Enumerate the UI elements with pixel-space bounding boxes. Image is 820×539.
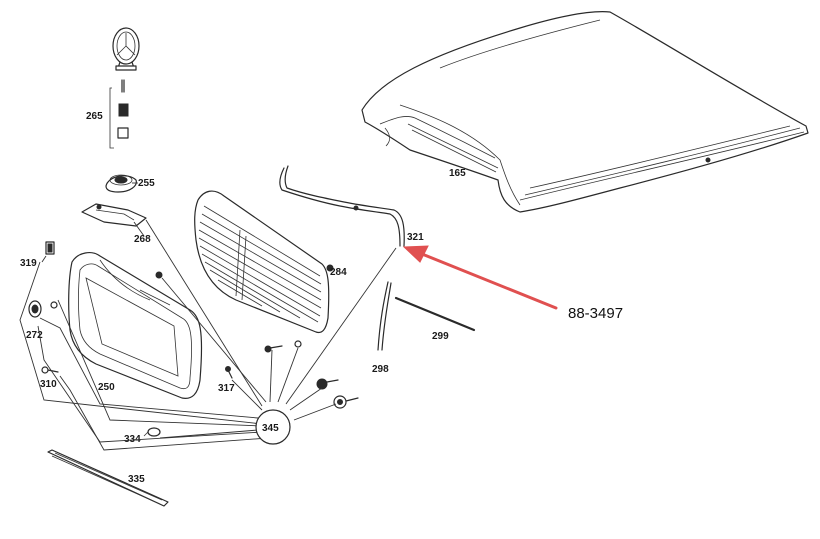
star-emblem-part — [112, 27, 140, 71]
label-284: 284 — [330, 267, 347, 278]
callout-arrow — [402, 245, 558, 310]
label-250: 250 — [98, 382, 115, 393]
label-334: 334 — [124, 434, 141, 445]
grille-insert-part-284: 284 — [194, 190, 347, 334]
label-272: 272 — [26, 330, 43, 341]
strip-part-299: 299 — [394, 296, 476, 342]
label-317: 317 — [218, 383, 235, 394]
label-265: 265 — [86, 111, 103, 122]
label-255: 255 — [138, 178, 155, 189]
label-299: 299 — [432, 331, 449, 342]
cable-part-321: 321 — [279, 165, 424, 247]
clip-part-319: 319 — [20, 241, 55, 269]
bolt-fastener — [316, 378, 339, 390]
washer-fastener — [333, 395, 359, 409]
grille-shell-part-250: 250 — [68, 252, 203, 399]
leader-lines-345 — [19, 219, 397, 451]
fastener-kit-part-345: 345 — [255, 409, 291, 445]
label-319: 319 — [20, 258, 37, 269]
label-345: 345 — [262, 423, 279, 434]
fastener-part-317: 317 — [218, 366, 235, 394]
label-298: 298 — [372, 364, 389, 375]
screw-part-310: 310 — [40, 366, 59, 390]
label-165: 165 — [449, 168, 466, 179]
hood-part-165: 165 — [361, 11, 809, 213]
screw-fastener — [264, 340, 302, 353]
label-321: 321 — [407, 232, 424, 243]
grommet-part-272: 272 — [26, 300, 58, 341]
clip-part-334: 334 — [124, 427, 161, 445]
seal-part-298: 298 — [372, 281, 392, 375]
trim-strip-part-335: 335 — [47, 449, 169, 507]
callout-part-number: 88-3497 — [568, 305, 623, 322]
label-310: 310 — [40, 379, 57, 390]
emblem-base-part-255: 255 — [105, 174, 155, 193]
gasket-part-268: 268 — [81, 203, 151, 245]
label-335: 335 — [128, 474, 145, 485]
emblem-spring-stack: 265 — [86, 79, 129, 149]
label-268: 268 — [134, 234, 151, 245]
